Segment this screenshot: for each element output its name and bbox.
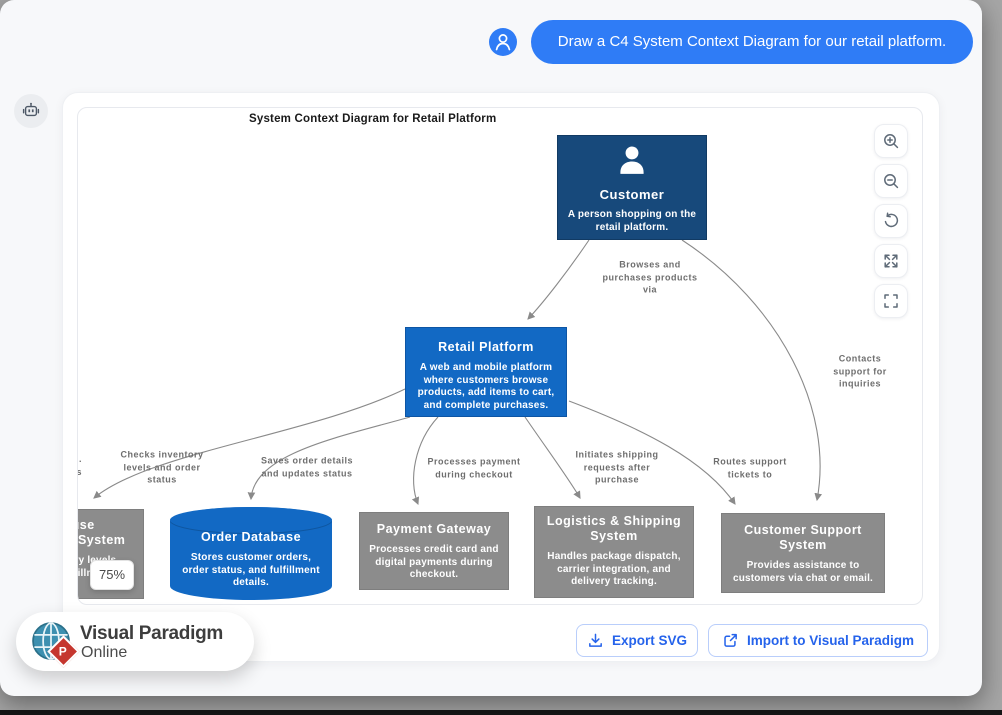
- zoom-level-badge: 75%: [90, 560, 134, 590]
- vp-monogram: P: [59, 644, 68, 659]
- app-window: Draw a C4 System Context Diagram for our…: [0, 0, 982, 696]
- zoom-out-button[interactable]: [874, 164, 908, 198]
- diagram-edges: [93, 239, 823, 506]
- node-title: Warehouse Management System: [77, 518, 126, 547]
- node-order-database: Order Database Stores customer orders, o…: [170, 507, 332, 600]
- assistant-avatar: [14, 94, 48, 128]
- edge-customer-retail: [527, 239, 590, 320]
- export-svg-label: Export SVG: [611, 633, 687, 648]
- node-title: Customer: [599, 187, 665, 202]
- node-description: Handles package dispatch, carrier integr…: [547, 551, 681, 587]
- node-description: Stores customer orders, order status, an…: [182, 552, 320, 588]
- user-chat-message: Draw a C4 System Context Diagram for our…: [531, 20, 973, 64]
- node-title: Retail Platform: [438, 340, 534, 354]
- node-customer: Customer A person shopping on the retail…: [557, 135, 707, 240]
- fullscreen-button[interactable]: [874, 284, 908, 318]
- edge-customer-support: [681, 239, 823, 502]
- zoom-in-icon: [884, 134, 899, 149]
- import-to-vp-label: Import to Visual Paradigm: [746, 633, 915, 648]
- reset-view-icon: [884, 212, 899, 228]
- fullscreen-icon: [884, 294, 898, 308]
- zoom-out-icon: [884, 174, 899, 189]
- export-svg-button[interactable]: Export SVG: [576, 624, 698, 657]
- edge-retail-warehouse: [93, 388, 406, 499]
- edge-label-browses: Browses and purchases products via: [602, 259, 698, 295]
- node-title: Customer Support System: [744, 523, 862, 552]
- edge-label-processes: Processes payment during checkout: [427, 456, 521, 480]
- node-description: A person shopping on the retail platform…: [567, 209, 697, 233]
- edge-retail-logistics: [524, 416, 581, 499]
- diagram-actions: Export SVG Import to Visual Paradigm: [63, 624, 941, 657]
- edge-retail-payment: [411, 416, 439, 506]
- edge-label-clipped: . us: [77, 454, 82, 477]
- robot-icon: [22, 102, 40, 117]
- visual-paradigm-logo[interactable]: P Visual Paradigm Online: [16, 612, 254, 671]
- edge-label-checks: Checks inventory levels and order status: [120, 449, 204, 485]
- node-customer-support: Customer Support System Provides assista…: [721, 513, 885, 593]
- diagram-preview-card: System Context Diagram for Retail Platfo…: [62, 92, 940, 662]
- diagram-canvas[interactable]: System Context Diagram for Retail Platfo…: [77, 107, 923, 605]
- node-title: Order Database: [200, 530, 302, 544]
- reset-view-button[interactable]: [874, 204, 908, 238]
- window-bottom-edge: [0, 710, 1002, 715]
- logo-text-line1: Visual Paradigm: [80, 623, 223, 644]
- node-retail-platform: Retail Platform A web and mobile platfor…: [405, 327, 567, 417]
- edge-retail-orderdb: [247, 416, 411, 501]
- node-description: Processes credit card and digital paymen…: [369, 544, 499, 580]
- node-title: Logistics & Shipping System: [546, 514, 682, 543]
- node-description: Provides assistance to customers via cha…: [732, 560, 874, 584]
- node-payment-gateway: Payment Gateway Processes credit card an…: [359, 512, 509, 590]
- edge-label-initiates: Initiates shipping requests after purcha…: [575, 449, 659, 485]
- person-glyph-icon: [620, 146, 644, 174]
- node-description: A web and mobile platform where customer…: [417, 362, 555, 411]
- person-icon: [495, 34, 511, 51]
- expand-button[interactable]: [874, 244, 908, 278]
- import-to-vp-button[interactable]: Import to Visual Paradigm: [708, 624, 928, 657]
- download-icon: [589, 633, 602, 647]
- edge-label-routes: Routes support tickets to: [713, 456, 787, 480]
- edge-retail-support: [568, 400, 736, 505]
- node-logistics-system: Logistics & Shipping System Handles pack…: [534, 506, 694, 598]
- external-link-icon: [724, 633, 737, 647]
- edge-label-saves: Saves order details and updates status: [260, 455, 354, 479]
- zoom-in-button[interactable]: [874, 124, 908, 158]
- edge-label-contacts: Contacts support for inquiries: [833, 353, 887, 389]
- node-title: Payment Gateway: [376, 522, 492, 536]
- logo-text-line2: Online: [81, 644, 128, 661]
- expand-icon: [884, 254, 898, 268]
- diagram-title: System Context Diagram for Retail Platfo…: [249, 113, 497, 125]
- user-avatar: [489, 28, 517, 56]
